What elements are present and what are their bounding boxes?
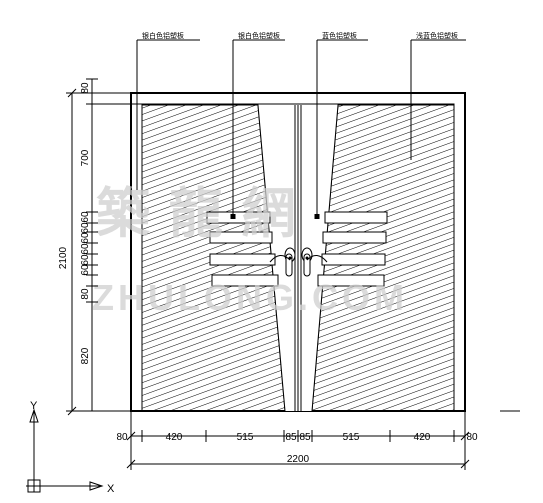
callout-label-3: 蓝色铝塑板 [322,31,357,40]
ucs-axes-icon: Y X [26,400,115,495]
dim-horizontal-6: 515 [343,432,360,443]
dim-horizontal-total: 2200 [287,454,310,465]
watermark: 築 龍 網 ZHULONG.COM [92,181,408,318]
dim-vertical-7: 60 [80,254,91,266]
callout-label-4: 浅蓝色铝塑板 [416,31,458,40]
dim-vertical-1: 80 [80,82,91,94]
watermark-latin: ZHULONG.COM [92,277,408,318]
dim-horizontal-4: 85 [285,432,297,443]
vertical-dimensions [66,78,142,416]
watermark-chinese: 築 龍 網 [96,181,296,245]
dim-vertical-4: 60 [80,222,91,234]
center-door-panels [257,104,339,412]
dim-vertical-6: 60 [80,243,91,255]
dim-vertical-2: 700 [80,149,91,166]
dim-vertical-5: 60 [80,232,91,244]
axis-x-label: X [107,483,115,495]
dim-vertical-3: 60 [80,211,91,223]
callouts: 银白色铝塑板 银白色铝塑板 蓝色铝塑板 浅蓝色铝塑板 [136,31,466,219]
dim-horizontal-5: 85 [299,432,311,443]
dim-vertical-9: 80 [80,288,91,300]
horizontal-dimensions [126,410,520,470]
dim-horizontal-3: 515 [237,432,254,443]
dim-vertical-total: 2100 [58,246,69,269]
left-horizontal-bars [206,211,279,287]
door-handles [269,247,328,277]
dim-horizontal-2: 420 [166,432,183,443]
dim-vertical-8: 60 [80,264,91,276]
axis-y-label: Y [30,400,38,412]
dim-vertical-10: 820 [80,347,91,364]
dim-horizontal-8: 80 [466,432,478,443]
dim-horizontal-7: 420 [414,432,431,443]
dim-horizontal-1: 80 [116,432,128,443]
right-horizontal-bars [317,211,388,287]
callout-label-1: 银白色铝塑板 [142,31,184,40]
callout-label-2: 银白色铝塑板 [238,31,280,40]
